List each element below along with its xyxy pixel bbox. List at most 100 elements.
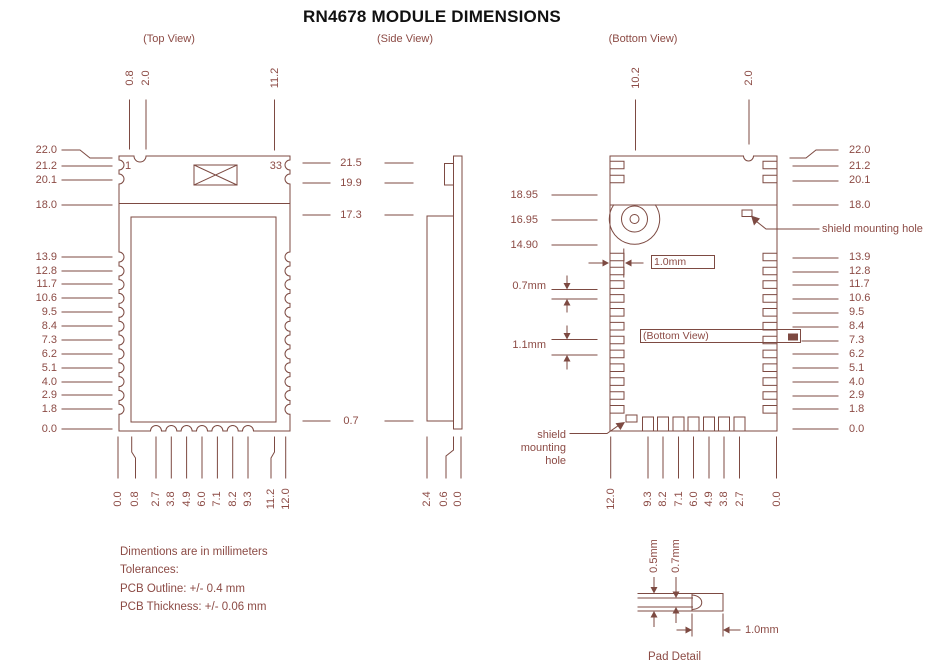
- pad-castellation-arc: [691, 594, 703, 611]
- dim-label: 20.1: [35, 174, 57, 186]
- pad-width-label: 0.5mm: [648, 539, 660, 573]
- top-view-outline: [118, 155, 291, 432]
- bottom-view-outline: [608, 155, 778, 432]
- side-view-shield: [426, 215, 454, 422]
- dim-label: 18.95: [510, 189, 538, 201]
- bottom-view-bottom-pads: [642, 416, 746, 432]
- dim-label: 0.0: [41, 423, 57, 435]
- shield-hole-bottom-leader: [569, 424, 620, 434]
- bottom-view-dimension-lines: [551, 99, 839, 479]
- dim-label: 9.3: [642, 491, 654, 507]
- dim-label: 18.0: [35, 199, 57, 211]
- dim-label: 18.0: [849, 199, 871, 211]
- dim-label: 14.90: [510, 239, 538, 251]
- dim-label: 2.7: [733, 491, 746, 507]
- dim-label: 0.0: [770, 491, 783, 507]
- caption-side-view: (Side View): [376, 33, 434, 45]
- dim-label: 2.4: [420, 491, 433, 507]
- dim-label: 10.2: [629, 67, 642, 89]
- dim-label: 8.2: [227, 491, 239, 507]
- antenna-keepout-arc: [608, 204, 661, 245]
- dim-label: 19.9: [340, 177, 362, 189]
- dim-label: 4.9: [703, 491, 715, 507]
- dim-label: 16.95: [510, 214, 538, 226]
- dim-label: 7.1: [211, 491, 223, 507]
- top-view-shield-area: [130, 216, 277, 423]
- shield-mounting-hole-bottom: [625, 414, 638, 423]
- pad-gap-label: 1.1mm: [512, 339, 546, 351]
- shield-hole-top-label: shield mounting hole: [822, 223, 923, 235]
- dim-label: 10.6: [849, 292, 871, 304]
- dim-label: 13.9: [849, 251, 871, 263]
- dim-label: 12.8: [35, 265, 57, 277]
- dim-label: 0.0: [849, 423, 865, 435]
- dim-label: 17.3: [340, 209, 362, 221]
- dim-label: 9.5: [849, 306, 865, 318]
- dim-label: 6.0: [196, 491, 208, 507]
- dim-label: 6.2: [41, 348, 57, 360]
- no-connect-box: [193, 164, 238, 186]
- shield-hole-bottom-arrow: [615, 422, 625, 430]
- dim-label: 0.6: [438, 491, 450, 507]
- view-ref-pad-mark: [788, 333, 798, 341]
- dim-label: 2.0: [743, 70, 755, 86]
- dim-label: 4.0: [849, 376, 865, 388]
- side-view-pcb: [453, 155, 463, 430]
- dim-label: 0.0: [452, 491, 464, 507]
- dim-label: 9.3: [242, 491, 254, 507]
- shield-hole-top-leader: [755, 220, 820, 230]
- dim-label: 4.0: [41, 376, 57, 388]
- dim-label: 11.7: [849, 278, 870, 290]
- dim-label: 22.0: [849, 144, 871, 156]
- dim-label: 3.8: [718, 491, 730, 507]
- dim-label: 0.8: [123, 70, 136, 86]
- dim-label: 21.2: [35, 160, 57, 172]
- pad-length-label: 1.0mm: [745, 624, 779, 636]
- shield-hole-bottom-label: hole: [545, 455, 566, 467]
- note-line: PCB Outline: +/- 0.4 mm: [120, 583, 245, 595]
- dim-label: 0.8: [129, 491, 141, 507]
- note-line: PCB Thickness: +/- 0.06 mm: [120, 601, 267, 613]
- no-connect-cross: [193, 164, 238, 186]
- dim-label: 21.2: [849, 160, 871, 172]
- antenna-feed-hole: [629, 214, 640, 224]
- dim-label: 20.1: [849, 174, 871, 186]
- bottom-view-right-pads: [762, 160, 778, 414]
- dim-label: 2.0: [140, 70, 152, 86]
- pad-detail-caption: Pad Detail: [648, 651, 702, 663]
- side-view-dimension-lines: [302, 162, 462, 479]
- dim-label: 11.2: [265, 488, 277, 510]
- dim-label: 11.7: [36, 278, 57, 290]
- side-view-component: [444, 163, 454, 186]
- caption-bottom-view: (Bottom View): [608, 33, 678, 45]
- pad-width-label: 0.7mm: [670, 539, 682, 573]
- top-view-dimension-lines: [61, 99, 287, 479]
- bottom-view-ref-callout: (Bottom View): [640, 329, 801, 343]
- dim-label: 3.8: [165, 491, 177, 507]
- pad-inset-callout: 1.0mm: [651, 255, 715, 269]
- side-view-outline: [426, 155, 463, 430]
- dim-label: 2.9: [41, 389, 57, 401]
- dim-label: 7.3: [41, 334, 57, 346]
- dim-label: 1.8: [849, 403, 865, 415]
- dim-label: 9.5: [41, 306, 57, 318]
- dim-label: 12.8: [849, 265, 871, 277]
- dim-label: 12.0: [605, 488, 617, 510]
- pin-33-label: 33: [269, 160, 282, 172]
- shield-hole-top-arrow: [751, 215, 760, 226]
- dim-label: 11.2: [268, 67, 281, 89]
- bottom-view-left-pads: [609, 160, 625, 414]
- shield-hole-bottom-label: mounting: [520, 442, 566, 454]
- dim-label: 8.4: [849, 320, 865, 332]
- pad-end-rect: [691, 593, 724, 612]
- dim-label: 0.7: [343, 415, 359, 427]
- note-line: Tolerances:: [120, 564, 179, 576]
- pad-gap-label: 0.7mm: [512, 280, 546, 292]
- pad-detail-drawing: [637, 577, 741, 637]
- dim-label: 2.7: [150, 491, 162, 507]
- dim-label: 4.9: [181, 491, 193, 507]
- dim-label: 7.1: [672, 491, 685, 507]
- dim-label: 2.9: [849, 389, 865, 401]
